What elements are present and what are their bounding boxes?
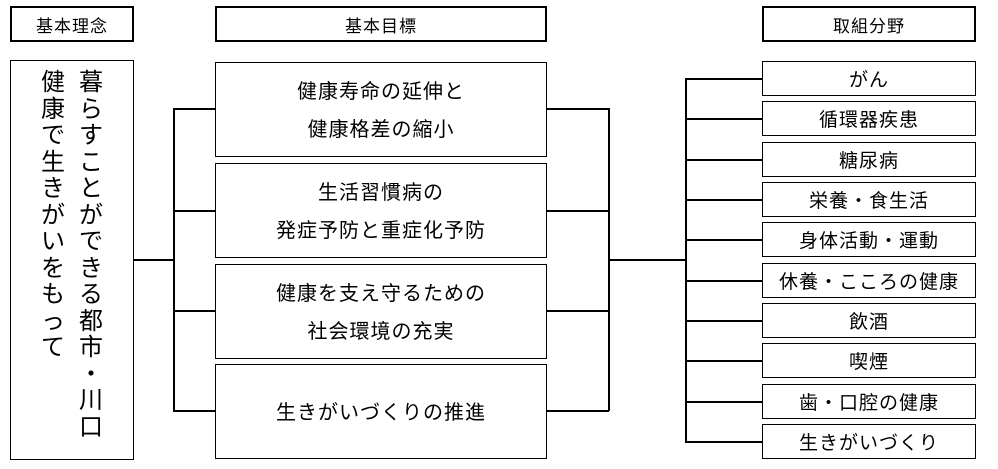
header-philosophy-label: 基本理念 <box>36 16 108 37</box>
area-label: 歯・口腔の健康 <box>798 392 939 414</box>
goal-box-3: 健康を支え守るための 社会環境の充実 <box>215 264 547 359</box>
connector-philosophy-goals <box>134 259 174 261</box>
connector-goals-areas <box>608 259 686 261</box>
goal-line: 生活習慣病の <box>318 179 444 204</box>
header-philosophy: 基本理念 <box>10 6 134 42</box>
area-label: 循環器疾患 <box>818 109 919 131</box>
area-box-7: 飲酒 <box>762 303 976 338</box>
area-label: 栄養・食生活 <box>808 190 929 212</box>
goal-box-2: 生活習慣病の 発症予防と重症化予防 <box>215 163 547 258</box>
area-box-5: 身体活動・運動 <box>762 222 976 257</box>
goal-line: 健康寿命の延伸と <box>297 78 465 103</box>
area-label: 喫煙 <box>848 351 889 373</box>
area-box-3: 糖尿病 <box>762 142 976 177</box>
area-label: 糖尿病 <box>838 150 899 172</box>
goal-line: 健康格差の縮小 <box>307 116 455 141</box>
header-areas: 取組分野 <box>762 6 976 42</box>
connector-goal-1-left <box>173 108 215 110</box>
connector-area-5 <box>685 239 762 241</box>
header-goals: 基本目標 <box>215 6 547 42</box>
area-label: 身体活動・運動 <box>798 230 939 252</box>
header-goals-label: 基本目標 <box>345 16 417 37</box>
area-box-8: 喫煙 <box>762 343 976 378</box>
connector-area-2 <box>685 118 762 120</box>
area-label: 飲酒 <box>848 311 889 333</box>
goal-line: 社会環境の充実 <box>307 318 455 343</box>
connector-areas-trunk <box>685 78 687 442</box>
connector-goal-2-left <box>173 210 215 212</box>
connector-area-4 <box>685 199 762 201</box>
philosophy-column-2: 健康で生きがいをもって <box>41 68 65 361</box>
philosophy-box: 暮らすことができる都市・川口 健康で生きがいをもって <box>10 60 134 460</box>
connector-goals-left-trunk <box>173 108 175 411</box>
connector-goal-1-right <box>547 108 609 110</box>
area-box-6: 休養・こころの健康 <box>762 263 976 298</box>
area-label: 休養・こころの健康 <box>778 271 959 293</box>
connector-area-6 <box>685 280 762 282</box>
header-areas-label: 取組分野 <box>833 16 905 37</box>
connector-area-1 <box>685 78 762 80</box>
connector-goal-4-left <box>173 410 215 412</box>
philosophy-column-1: 暮らすことができる都市・川口 <box>79 68 103 441</box>
connector-goal-2-right <box>547 210 609 212</box>
connector-area-8 <box>685 360 762 362</box>
connector-goal-4-right <box>547 410 609 412</box>
area-box-4: 栄養・食生活 <box>762 182 976 217</box>
area-box-9: 歯・口腔の健康 <box>762 384 976 419</box>
connector-area-9 <box>685 401 762 403</box>
area-label: 生きがいづくり <box>798 432 939 454</box>
connector-area-3 <box>685 159 762 161</box>
connector-goal-3-right <box>547 310 609 312</box>
goal-box-1: 健康寿命の延伸と 健康格差の縮小 <box>215 62 547 157</box>
goal-line: 発症予防と重症化予防 <box>276 217 486 242</box>
goal-line: 生きがいづくりの推進 <box>276 399 486 424</box>
connector-area-7 <box>685 320 762 322</box>
goal-box-4: 生きがいづくりの推進 <box>215 364 547 459</box>
connector-area-10 <box>685 441 762 443</box>
area-box-10: 生きがいづくり <box>762 424 976 459</box>
area-box-1: がん <box>762 61 976 96</box>
connector-goal-3-left <box>173 310 215 312</box>
goal-line: 健康を支え守るための <box>276 280 486 305</box>
area-label: がん <box>848 69 889 91</box>
area-box-2: 循環器疾患 <box>762 101 976 136</box>
